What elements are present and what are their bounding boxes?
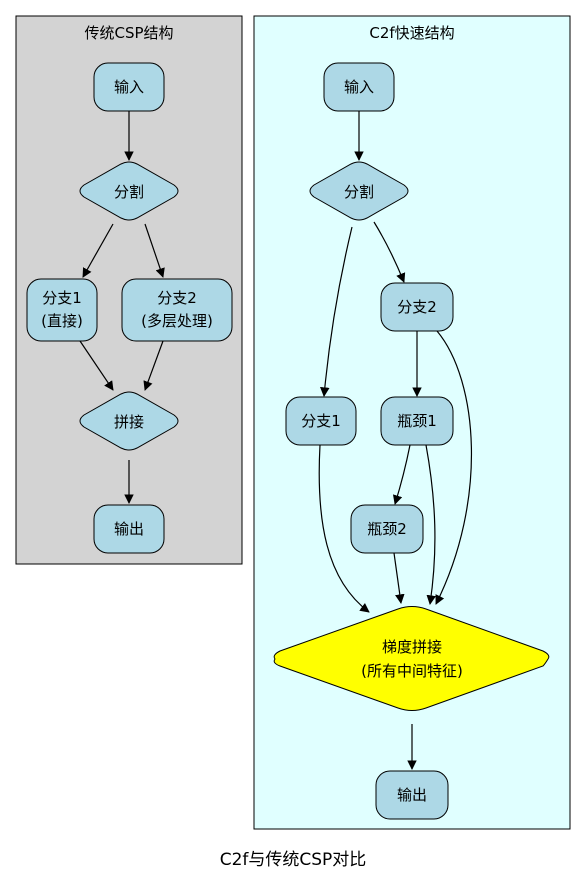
right-cluster: C2f快速结构 输入 分割 分支2 分支1 瓶颈1 瓶颈2 梯度拼接 (所有中间… [253, 15, 571, 830]
left-branch2-label-1: 分支2 [157, 289, 197, 307]
right-edge-bottleneck1-bottleneck2 [392, 444, 411, 505]
left-branch2-label-2: (多层处理) [141, 312, 213, 330]
right-edge-bottleneck1-concat [425, 444, 437, 605]
right-branch2-label: 分支2 [397, 298, 437, 316]
right-split-node [309, 161, 409, 221]
left-branch1-node [26, 278, 98, 342]
right-edge-branch2-concat [435, 330, 472, 605]
right-bottleneck1-node [380, 396, 454, 446]
right-output-node [375, 770, 449, 820]
right-edge-split-branch1 [320, 226, 353, 397]
figure-caption: C2f与传统CSP对比 [220, 850, 367, 870]
right-bottleneck2-node [350, 504, 424, 554]
left-cluster-title: 传统CSP结构 [84, 24, 173, 42]
left-edge-branch1-concat [79, 340, 114, 391]
right-edge-split-branch2 [373, 221, 406, 283]
left-edge-split-branch1 [82, 223, 114, 278]
left-split-label: 分割 [114, 183, 144, 201]
right-cluster-title: C2f快速结构 [369, 24, 454, 42]
left-branch1-label-1: 分支1 [42, 289, 82, 307]
right-split-label: 分割 [344, 183, 374, 201]
left-concat-label: 拼接 [114, 413, 144, 431]
left-edge-branch2-concat [143, 340, 164, 391]
right-bottleneck2-label: 瓶颈2 [367, 520, 407, 538]
left-branch2-node [121, 278, 233, 342]
left-input-label: 输入 [114, 78, 144, 96]
right-edge-bottleneck2-concat [393, 552, 405, 604]
right-gradient-concat-node [273, 606, 550, 711]
left-output-label: 输出 [114, 520, 144, 538]
right-input-label: 输入 [344, 78, 374, 96]
right-output-label: 输出 [397, 786, 427, 804]
right-edge-branch1-concat [318, 444, 370, 613]
left-concat-node [79, 391, 179, 451]
right-gradient-concat-label-2: (所有中间特征) [361, 662, 463, 680]
left-branch1-label-2: (直接) [41, 312, 83, 330]
left-split-node-wide [79, 161, 179, 221]
right-gradient-concat-label-1: 梯度拼接 [382, 638, 442, 656]
left-cluster: 传统CSP结构 输入 分割 分支1 (直接) 分支2 (多层处理) 拼接 输出 [15, 15, 243, 565]
left-edge-split-branch2 [144, 223, 165, 278]
right-bottleneck1-label: 瓶颈1 [397, 412, 437, 430]
left-output-node [93, 504, 165, 554]
right-branch1-node [285, 396, 357, 446]
right-branch1-label: 分支1 [301, 412, 341, 430]
